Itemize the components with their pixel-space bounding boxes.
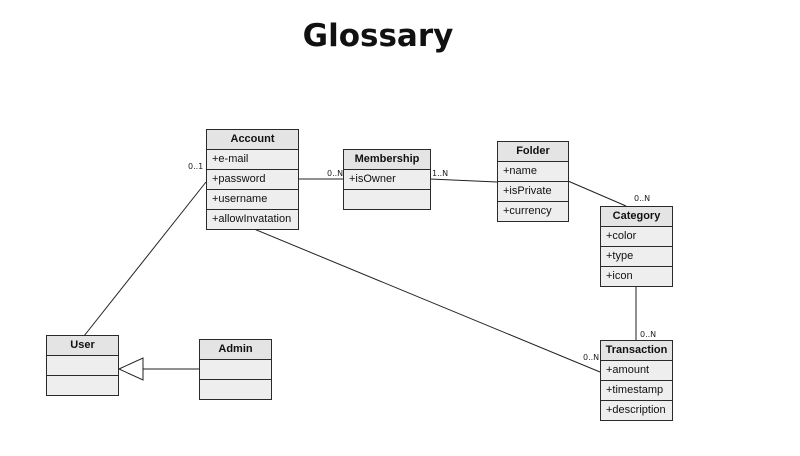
attribute-icon: +icon <box>606 270 633 282</box>
class-folder-name: Folder <box>498 142 568 162</box>
attribute-color: +color <box>601 227 672 247</box>
association-account-user <box>83 181 207 337</box>
multiplicity-folder-category: 0..N <box>634 194 651 203</box>
attribute-allow-invatation: +allowInvatation <box>212 213 292 225</box>
class-user-name: User <box>47 336 118 356</box>
class-admin-name: Admin <box>200 340 271 360</box>
class-user: User <box>46 335 119 396</box>
class-category: Category +color +type +icon <box>600 206 673 287</box>
diagram-title: Glossary <box>302 18 454 54</box>
attribute-type: +type <box>601 247 672 267</box>
class-admin-operations <box>200 380 271 399</box>
attribute-currency: +currency <box>503 205 552 217</box>
multiplicity-account-transaction: 0..N <box>583 353 600 362</box>
class-membership-name: Membership <box>344 150 430 170</box>
attribute-is-private: +isPrivate <box>498 182 568 202</box>
generalization-arrowhead <box>117 357 144 381</box>
attribute-amount: +amount <box>601 361 672 381</box>
class-account-name: Account <box>207 130 298 150</box>
class-membership-operations <box>344 190 430 209</box>
multiplicity-membership-folder: 1..N <box>432 169 449 178</box>
attribute-timestamp: +timestamp <box>601 381 672 401</box>
attribute-email: +e-mail <box>207 150 298 170</box>
class-transaction-name: Transaction <box>601 341 672 361</box>
class-membership: Membership +isOwner <box>343 149 431 210</box>
multiplicity-account-membership: 0..N <box>327 169 344 178</box>
multiplicity-category-transaction: 0..N <box>640 330 657 339</box>
attribute-description: +description <box>606 404 666 416</box>
class-account: Account +e-mail +password +username +all… <box>206 129 299 230</box>
class-folder: Folder +name +isPrivate +currency <box>497 141 569 222</box>
multiplicity-account-user: 0..1 <box>188 162 204 171</box>
class-admin-attributes <box>200 360 271 380</box>
attribute-is-owner: +isOwner <box>344 170 430 190</box>
attribute-username: +username <box>207 190 298 210</box>
association-account-transaction <box>253 228 601 373</box>
class-category-name: Category <box>601 207 672 227</box>
class-user-attributes <box>47 356 118 376</box>
attribute-name: +name <box>498 162 568 182</box>
class-user-operations <box>47 376 118 395</box>
class-transaction: Transaction +amount +timestamp +descript… <box>600 340 673 421</box>
class-admin: Admin <box>199 339 272 400</box>
attribute-password: +password <box>207 170 298 190</box>
association-membership-folder <box>429 178 498 183</box>
association-folder-category <box>567 180 627 207</box>
